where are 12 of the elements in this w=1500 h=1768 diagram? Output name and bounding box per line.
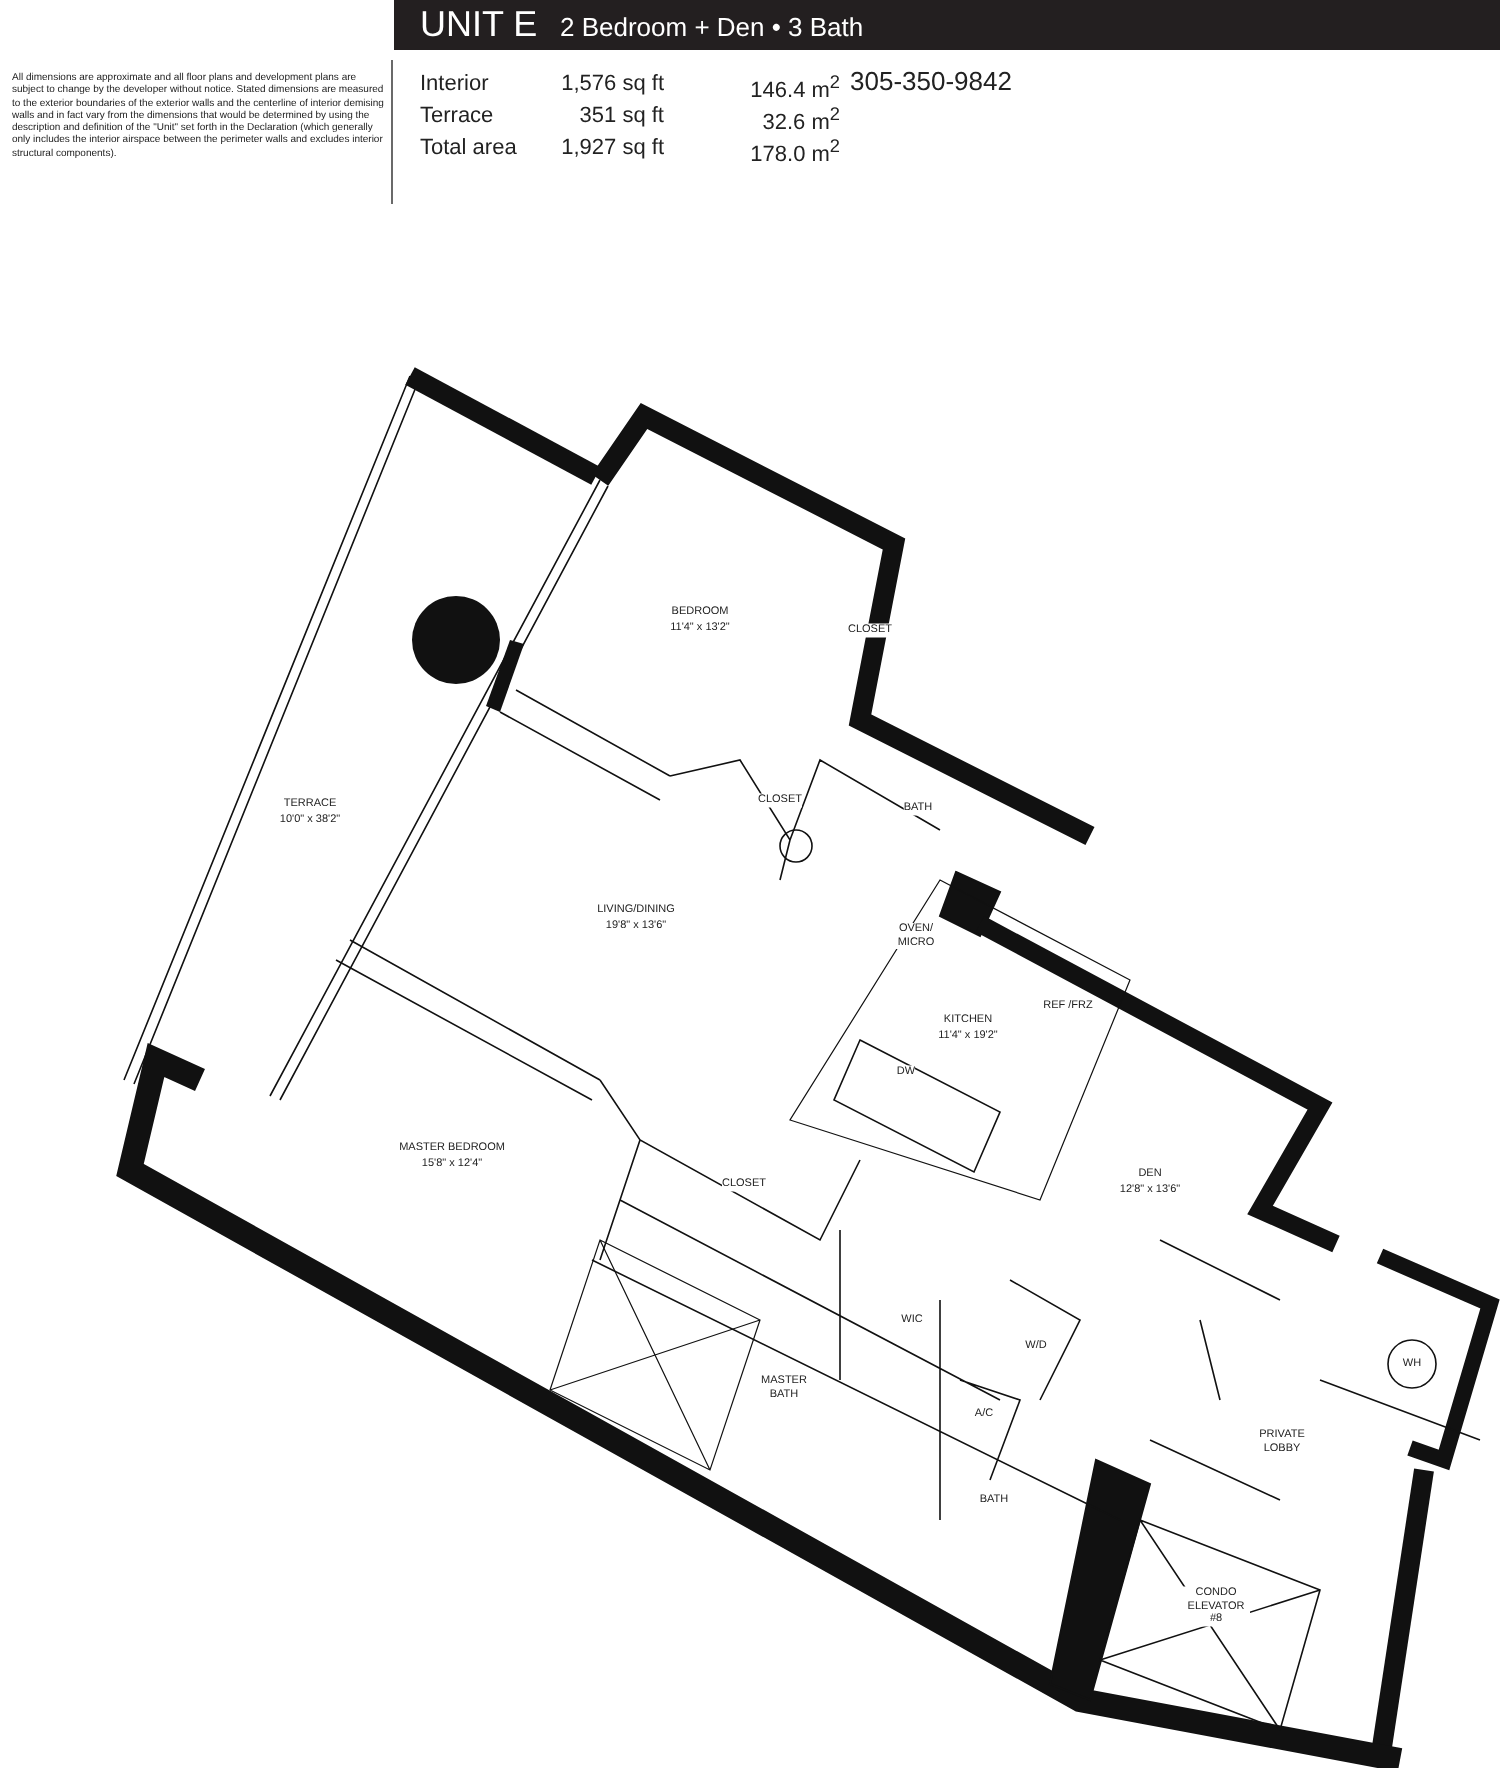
row-label: Terrace bbox=[420, 104, 494, 128]
area-value: 351 sq ft bbox=[577, 104, 664, 128]
unit-subtitle: 2 Bedroom + Den • 3 Bath bbox=[560, 12, 864, 42]
row-label: Total area bbox=[420, 136, 517, 160]
area-value: 1,576 sq ft bbox=[560, 72, 664, 96]
area-value: 32.6 m$^{2}$ bbox=[760, 104, 840, 136]
area-value: 1,927 sq ft bbox=[560, 136, 664, 160]
unit-title: UNIT E bbox=[420, 4, 538, 46]
area-value: 178.0 m$^{2}$ bbox=[748, 136, 840, 168]
row-label: Interior bbox=[420, 72, 489, 96]
area-value: 146.4 m$^{2}$ bbox=[748, 72, 840, 104]
phone-number: 305-350-9842 bbox=[850, 66, 1012, 96]
